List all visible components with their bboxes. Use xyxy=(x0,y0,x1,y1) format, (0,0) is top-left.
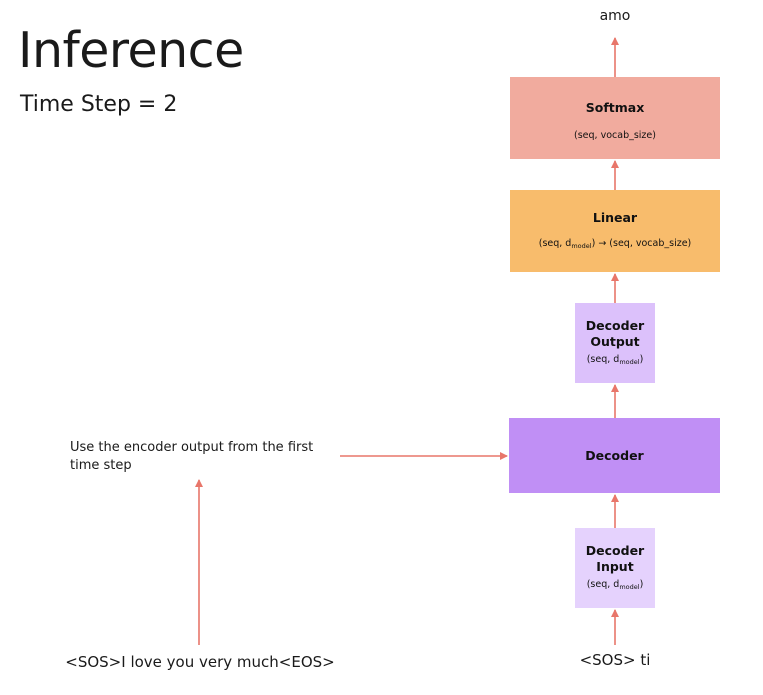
softmax-label: Softmax xyxy=(585,100,645,115)
decoder-label: Decoder xyxy=(585,447,644,463)
decoder-input-shape: (seq, dmodel) xyxy=(586,579,644,591)
decoder-output-shape: (seq, dmodel) xyxy=(586,354,644,366)
softmax-shape: (seq, vocab_size) xyxy=(574,130,656,141)
encoder-input-sentence: <SOS>I love you very much<EOS> xyxy=(65,653,335,671)
diagram-title: Inference xyxy=(18,22,244,79)
decoder-block: Decoder xyxy=(509,418,720,493)
encoder-output-note: Use the encoder output from the first ti… xyxy=(70,440,314,473)
linear-block: Linear (seq, dmodel) → (seq, vocab_size) xyxy=(510,190,720,272)
softmax-block: Softmax (seq, vocab_size) xyxy=(510,77,720,159)
output-token: amo xyxy=(599,8,631,24)
time-step-label: Time Step = 2 xyxy=(20,92,178,117)
linear-shape: (seq, dmodel) → (seq, vocab_size) xyxy=(538,238,692,250)
linear-label: Linear xyxy=(592,210,638,225)
decoder-input-tokens: <SOS> ti xyxy=(579,651,651,669)
